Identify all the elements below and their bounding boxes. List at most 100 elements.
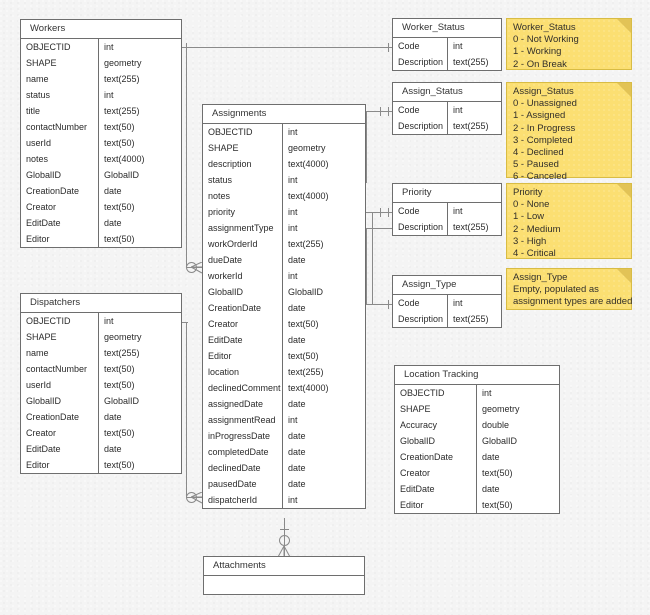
- note-line: 1 - Low: [513, 211, 545, 223]
- table-row: notes text(4000): [203, 188, 365, 204]
- table-row: [204, 576, 364, 594]
- field-name: GlobalID: [395, 433, 477, 449]
- field-type: text(50): [288, 319, 319, 329]
- relation-tick-workers-status: [186, 43, 187, 52]
- connector-workers-assignments-v: [186, 47, 187, 267]
- table-row: SHAPE geometry: [21, 329, 181, 345]
- field-name: declinedComment: [203, 380, 283, 396]
- field-name: Description: [393, 311, 448, 327]
- field-type: GlobalID: [104, 396, 140, 406]
- entity-title-location-tracking: Location Tracking: [395, 366, 559, 385]
- field-type: int: [104, 90, 114, 100]
- field-type: GlobalID: [104, 170, 140, 180]
- field-name: CreationDate: [395, 449, 477, 465]
- field-name: CreationDate: [21, 409, 99, 425]
- field-name: declinedDate: [203, 460, 283, 476]
- field-name: Code: [393, 295, 448, 311]
- field-type: text(255): [453, 314, 489, 324]
- field-type: GlobalID: [482, 436, 518, 446]
- connector-dispatchers-assignments-v: [186, 322, 187, 497]
- relation-tick-assign-status-2: [380, 107, 381, 116]
- field-type: text(50): [104, 234, 135, 244]
- field-type: int: [104, 42, 114, 52]
- note-line: 2 - Medium: [513, 223, 561, 235]
- field-name: userId: [21, 135, 99, 151]
- crow-foot-dispatchers-assignments: [191, 492, 203, 504]
- field-name: assignmentRead: [203, 412, 283, 428]
- field-type: text(4000): [288, 191, 329, 201]
- field-type: text(255): [453, 57, 489, 67]
- entity-title-assignments: Assignments: [203, 105, 365, 124]
- field-type: int: [104, 316, 114, 326]
- entity-title-workers: Workers: [21, 20, 181, 39]
- field-name: OBJECTID: [21, 313, 99, 329]
- field-name: SHAPE: [21, 55, 99, 71]
- field-name: Creator: [395, 465, 477, 481]
- field-type: text(255): [104, 74, 140, 84]
- field-name: assignmentType: [203, 220, 283, 236]
- field-name: notes: [21, 151, 99, 167]
- field-name: contactNumber: [21, 361, 99, 377]
- field-type: text(50): [482, 500, 513, 510]
- relation-tick-priority: [388, 208, 389, 217]
- field-name: EditDate: [203, 332, 283, 348]
- field-type: int: [288, 127, 298, 137]
- connector-assignments-priority: [366, 212, 392, 213]
- field-name: Editor: [21, 231, 99, 247]
- note-title: Worker_Status: [513, 22, 576, 33]
- relation-tick-attachments: [280, 529, 289, 530]
- entity-attachments[interactable]: Attachments: [203, 556, 365, 595]
- field-type: int: [482, 388, 492, 398]
- field-type: int: [288, 207, 298, 217]
- field-type: geometry: [288, 143, 326, 153]
- field-type: date: [288, 431, 306, 441]
- field-name: Code: [393, 102, 448, 118]
- field-name: EditDate: [395, 481, 477, 497]
- field-name: EditDate: [21, 441, 99, 457]
- field-type: text(4000): [288, 159, 329, 169]
- field-type: date: [104, 218, 122, 228]
- entity-title-assign-type: Assign_Type: [393, 276, 501, 295]
- field-type: geometry: [104, 332, 142, 342]
- field-name: OBJECTID: [21, 39, 99, 55]
- note-line: 1 - Working: [513, 46, 562, 58]
- field-type: int: [288, 223, 298, 233]
- field-type: date: [482, 452, 500, 462]
- field-type: int: [288, 415, 298, 425]
- note-line: 3 - High: [513, 235, 547, 247]
- field-name: SHAPE: [21, 329, 99, 345]
- field-type: int: [453, 105, 463, 115]
- field-name: notes: [203, 188, 283, 204]
- field-name: OBJECTID: [395, 385, 477, 401]
